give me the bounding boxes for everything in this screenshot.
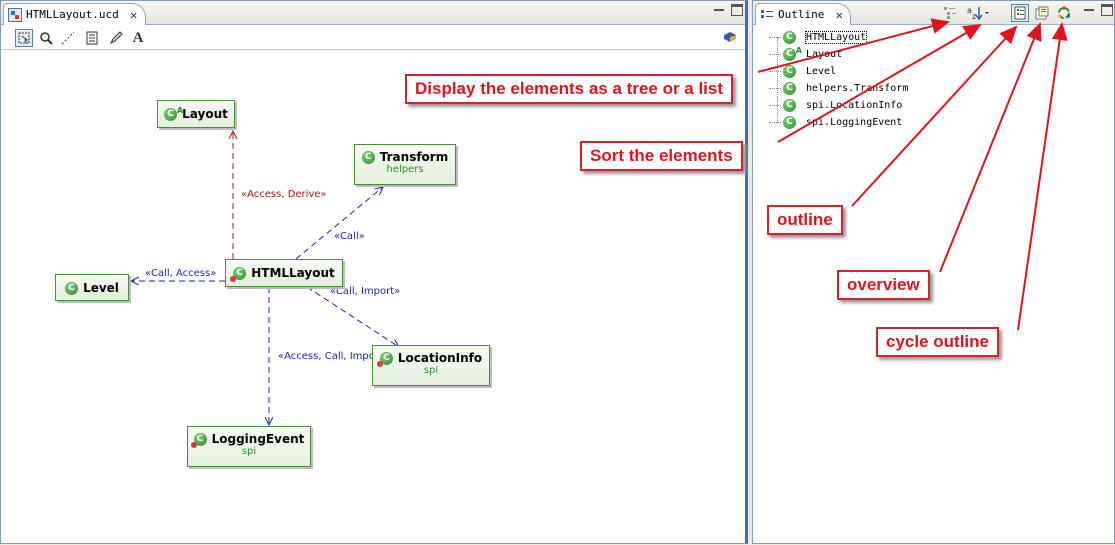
close-icon[interactable]: ✕: [130, 7, 138, 22]
class-box-loggingevent[interactable]: C LoggingEvent spi: [187, 426, 311, 467]
zoom-icon[interactable]: [37, 29, 55, 47]
class-icon: C: [783, 65, 796, 78]
outline-item[interactable]: C spi.LoggingEvent: [761, 114, 908, 131]
callout-outline: outline: [767, 205, 843, 235]
diagram-file-icon: [8, 7, 22, 22]
class-icon: C: [65, 281, 79, 295]
overview-mode-icon[interactable]: [1033, 4, 1051, 22]
outline-item-label: Layout: [806, 49, 843, 60]
outline-item[interactable]: C Level: [761, 63, 908, 80]
relation-label: «Access, Call, Import»: [278, 351, 390, 362]
diagram-toolbar: A: [1, 26, 745, 50]
class-box-level[interactable]: C Level: [55, 274, 129, 301]
callout-sort: Sort the elements: [580, 141, 743, 171]
class-icon: C: [230, 266, 247, 282]
class-name: Layout: [182, 107, 228, 121]
palette-icon[interactable]: [721, 29, 739, 47]
maximize-icon[interactable]: [1101, 4, 1113, 16]
cycle-outline-icon[interactable]: [1055, 4, 1073, 22]
class-icon: C: [783, 31, 796, 44]
tree-list-toggle-icon[interactable]: [941, 4, 959, 22]
abstract-class-icon: C: [783, 44, 802, 61]
outline-item-label: Level: [806, 66, 837, 77]
svg-text:a: a: [967, 6, 972, 15]
class-name: LoggingEvent: [211, 432, 305, 446]
outline-tree: C HTMLLayout C Layout C Level C helpers.…: [761, 29, 908, 131]
relation-label: «Call, Access»: [145, 268, 217, 279]
diagram-canvas[interactable]: «Access, Derive» «Call» «Call, Access» «…: [1, 51, 745, 543]
minimize-icon[interactable]: [1083, 4, 1095, 16]
select-icon[interactable]: [15, 29, 33, 47]
outline-item-label: helpers.Transform: [806, 83, 909, 94]
editor-window-buttons: [713, 4, 743, 16]
outline-tab[interactable]: Outline ✕: [755, 3, 852, 25]
outline-item[interactable]: C spi.LocationInfo: [761, 97, 908, 114]
class-icon: C: [190, 432, 207, 448]
callout-overview: overview: [837, 270, 930, 300]
outline-mode-icon[interactable]: [1011, 4, 1029, 22]
relation-label: «Access, Derive»: [241, 189, 327, 200]
class-icon: C: [361, 150, 375, 164]
outline-item-label: HTMLLayout: [804, 31, 868, 44]
minimize-icon[interactable]: [713, 4, 725, 16]
outline-item-label: spi.LoggingEvent: [806, 117, 903, 128]
class-icon: C: [376, 351, 393, 367]
abstract-class-icon: C: [164, 104, 183, 121]
callout-tree-list: Display the elements as a tree or a list: [405, 74, 734, 104]
outline-item[interactable]: C helpers.Transform: [761, 80, 908, 97]
relation-label: «Call»: [334, 231, 365, 242]
class-name: HTMLLayout: [251, 266, 335, 280]
svg-text:z: z: [972, 12, 976, 21]
outline-view: Outline ✕ az C HTMLLayout C La: [752, 0, 1115, 544]
outline-item[interactable]: C HTMLLayout: [761, 29, 908, 46]
outline-item-label: spi.LocationInfo: [806, 100, 903, 111]
editor-tab-title: HTMLLayout.ucd: [26, 8, 119, 21]
note-icon[interactable]: [83, 29, 101, 47]
connector-icon[interactable]: [59, 29, 77, 47]
callout-cycle-outline: cycle outline: [876, 327, 999, 357]
class-box-locationinfo[interactable]: C LocationInfo spi: [372, 345, 490, 386]
close-icon[interactable]: ✕: [835, 7, 843, 22]
outline-window-buttons: [1083, 4, 1113, 16]
class-icon: C: [783, 116, 796, 129]
class-icon: C: [783, 82, 796, 95]
editor-tab[interactable]: HTMLLayout.ucd ✕: [3, 3, 146, 25]
edit-icon[interactable]: [107, 29, 125, 47]
editor-tabbar: HTMLLayout.ucd ✕: [1, 1, 745, 25]
class-name: Level: [83, 281, 119, 295]
relation-label: «Call, Import»: [330, 286, 401, 297]
outline-item[interactable]: C Layout: [761, 44, 908, 63]
class-box-transform[interactable]: C Transform helpers: [354, 144, 456, 185]
class-icon: C: [783, 99, 796, 112]
outline-icon: [760, 8, 774, 22]
class-box-htmllayout[interactable]: C HTMLLayout: [225, 259, 343, 287]
text-icon[interactable]: A: [132, 29, 144, 46]
outline-tab-title: Outline: [778, 8, 825, 21]
class-name: Transform: [379, 150, 449, 164]
class-name: LocationInfo: [397, 351, 483, 365]
class-package: spi: [241, 446, 257, 457]
maximize-icon[interactable]: [731, 4, 743, 16]
class-package: helpers: [386, 164, 424, 175]
class-package: spi: [423, 365, 439, 376]
